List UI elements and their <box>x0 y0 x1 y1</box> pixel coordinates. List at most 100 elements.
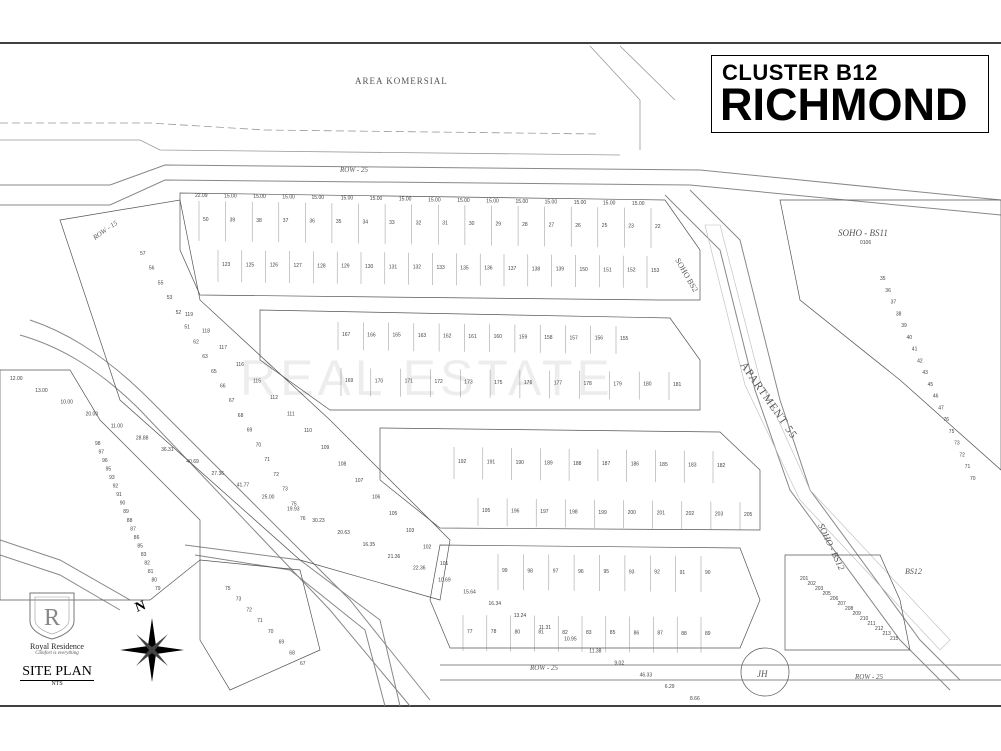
lot-label: 39 <box>230 217 236 223</box>
lot-label: 136 <box>484 266 493 272</box>
lot-label: 188 <box>573 461 582 467</box>
cluster-code: CLUSTER B12 <box>722 60 878 85</box>
lot-label: 173 <box>464 380 473 386</box>
lot-label: 156 <box>595 336 604 342</box>
lot-label: 89 <box>123 509 129 515</box>
lot-label: 87 <box>130 526 136 532</box>
lot-label: 86 <box>634 630 640 636</box>
roads <box>0 164 1001 707</box>
lot-label: 13.00 <box>35 388 48 394</box>
lot-label: 9.02 <box>614 660 624 666</box>
lot-label: 96 <box>578 569 584 575</box>
lot-label: 210 <box>860 616 869 622</box>
lot-label: 182 <box>717 463 726 469</box>
blocks <box>0 192 1001 691</box>
lot-label: 112 <box>270 395 278 401</box>
lot-label: 131 <box>389 264 398 270</box>
apartment-hatch <box>704 224 951 651</box>
lot-label: 15.00 <box>312 195 325 201</box>
lot-label: 183 <box>688 463 697 469</box>
lot-label: 34 <box>363 220 369 226</box>
lot-label: 105 <box>389 511 398 517</box>
lot-label: 28 <box>522 222 528 228</box>
lot-label: 69 <box>247 428 253 434</box>
lot-label: 30 <box>469 221 475 227</box>
lot-label: 135 <box>460 265 469 271</box>
lot-label: 6.29 <box>665 684 675 690</box>
lot-label: 139 <box>556 267 565 273</box>
lot-label: 201 <box>657 511 666 517</box>
lot-label: 31 <box>442 221 448 227</box>
lot-label: 132 <box>413 265 422 271</box>
lot-label: 27 <box>549 222 555 228</box>
brand-block: Royal Residence Comfort is everything SI… <box>12 592 102 687</box>
lot-label: 26 <box>575 223 581 229</box>
lot-label: 41 <box>912 347 918 353</box>
lot-label: 213 <box>883 631 892 637</box>
lot-label: 102 <box>423 544 432 550</box>
compass-north: N <box>133 598 148 616</box>
lot-label: 20.63 <box>337 530 350 536</box>
lot-label: 99 <box>502 568 508 574</box>
lot-label: 15.00 <box>370 196 383 202</box>
jh-label: JH <box>757 669 768 679</box>
lot-label: 160 <box>494 334 503 340</box>
lot-label: 40.69 <box>186 459 199 465</box>
lot-label: 72 <box>273 472 279 478</box>
lot-label: 40 <box>907 335 913 341</box>
lot-label: 15.00 <box>457 198 470 204</box>
lot-label: 151 <box>603 267 612 273</box>
lot-label: 23 <box>628 224 634 230</box>
lot-label: 72 <box>959 453 965 459</box>
lot-label: 71 <box>965 464 971 470</box>
lot-label: 196 <box>511 508 520 514</box>
bs12-label: BS12 <box>905 567 922 576</box>
lot-label: 212 <box>875 626 884 632</box>
lot-label: 123 <box>222 262 231 268</box>
cluster-title-box: CLUSTER B12 RICHMOND <box>711 55 989 133</box>
lot-label: 20.00 <box>86 412 99 418</box>
lot-label: 162 <box>443 334 452 340</box>
lot-label: 15.00 <box>574 200 587 206</box>
lot-label: 95 <box>106 467 112 473</box>
lot-label: 186 <box>631 462 640 468</box>
lot-label: 70 <box>268 629 274 635</box>
lot-label: 195 <box>482 508 491 514</box>
compass-rose: N <box>120 598 184 682</box>
lot-label: 82 <box>562 630 568 636</box>
soho-bs11-label: SOHO - BS11 <box>838 228 888 238</box>
lot-label: 25 <box>602 223 608 229</box>
lot-label: 171 <box>405 379 414 385</box>
lot-label: 80 <box>515 629 521 635</box>
lot-label: 81 <box>148 569 154 575</box>
lot-label: 155 <box>620 336 629 342</box>
soho-bs11-number: 0106 <box>860 240 871 246</box>
lot-label: 201 <box>800 576 809 582</box>
lot-label: 89 <box>705 631 711 637</box>
lot-label: 197 <box>540 509 549 515</box>
lot-label: 130 <box>365 264 374 270</box>
lot-label: 128 <box>317 263 326 269</box>
lot-label: 103 <box>406 528 415 534</box>
lot-label: 91 <box>680 570 686 576</box>
lot-label: 92 <box>113 484 119 490</box>
lot-label: 177 <box>554 381 563 387</box>
lot-label: 161 <box>468 334 477 340</box>
lot-label: 15.00 <box>428 197 441 203</box>
lot-label: 21.36 <box>388 554 401 560</box>
lot-label: 10.69 <box>438 578 451 584</box>
brand-name: Royal Residence <box>30 642 84 651</box>
lot-label: 15.00 <box>399 197 412 203</box>
lot-label: 52 <box>176 310 182 316</box>
lot-label: 80 <box>152 578 158 584</box>
lot-label: 10.00 <box>60 400 73 406</box>
lot-label: 83 <box>141 552 147 558</box>
lot-label: 68 <box>289 650 295 656</box>
lot-label: 107 <box>355 478 364 484</box>
lot-label: 92 <box>654 570 660 576</box>
lot-label: 108 <box>338 461 347 467</box>
lot-label: 35 <box>880 276 886 282</box>
lot-label: 22.36 <box>413 566 426 572</box>
lot-label: 75 <box>291 501 297 507</box>
